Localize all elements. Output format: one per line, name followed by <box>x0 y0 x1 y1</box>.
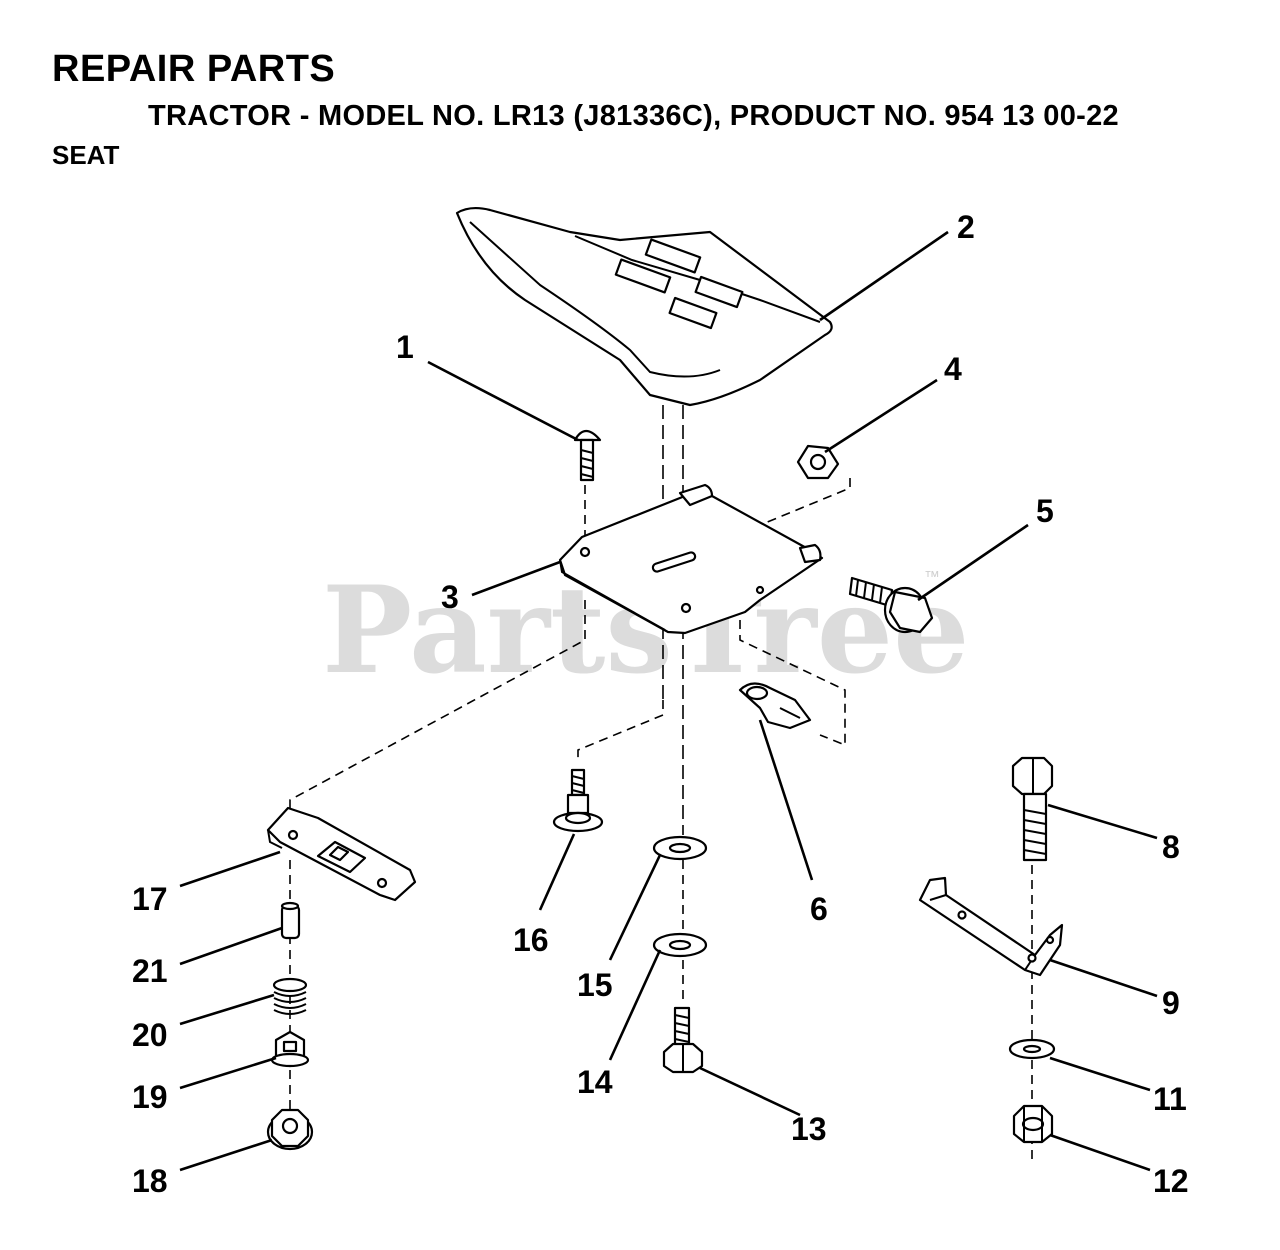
seat-pan-part <box>455 206 833 407</box>
shoulder-bolt-line <box>577 700 664 760</box>
model-subtitle: TRACTOR - MODEL NO. LR13 (J81336C), PROD… <box>148 100 1119 132</box>
nut-line <box>764 478 851 540</box>
seat-plate-part <box>558 483 824 635</box>
washer-11-part <box>1008 1038 1056 1060</box>
callout-17: 17 <box>132 881 168 917</box>
leader-6 <box>758 719 814 881</box>
callout-3: 3 <box>441 579 459 615</box>
leader-21 <box>179 926 283 966</box>
slide-bracket-part <box>266 806 417 902</box>
leader-15 <box>608 854 662 961</box>
leader-8 <box>1047 803 1158 840</box>
callout-1: 1 <box>396 329 414 365</box>
clip-part <box>738 682 812 730</box>
lock-nut-part <box>1012 1104 1054 1144</box>
mounting-bracket-part <box>918 876 1064 977</box>
spring-part <box>272 977 308 1015</box>
callout-11: 11 <box>1153 1081 1187 1117</box>
callout-13: 13 <box>791 1111 827 1147</box>
flange-nut-19-part <box>270 1030 310 1068</box>
leader-13 <box>699 1066 801 1117</box>
washer-15-part <box>652 835 708 861</box>
shoulder-bolt-part <box>552 768 604 833</box>
callout-15: 15 <box>577 967 613 1003</box>
callout-12: 12 <box>1153 1163 1189 1199</box>
clip-line <box>739 620 846 747</box>
callout-18: 18 <box>132 1163 168 1199</box>
leader-14 <box>608 949 662 1061</box>
callout-5: 5 <box>1036 493 1054 529</box>
leader-5 <box>917 523 1029 602</box>
callout-14: 14 <box>577 1064 613 1100</box>
hex-nut-part <box>796 444 840 480</box>
leader-2 <box>819 230 949 322</box>
callout-16: 16 <box>513 922 549 958</box>
leader-4 <box>824 378 938 454</box>
callout-4: 4 <box>944 351 962 387</box>
hex-bolt-8-part <box>1011 756 1054 862</box>
leader-lines <box>179 230 1158 1172</box>
callout-19: 19 <box>132 1079 168 1115</box>
flange-bolt-part <box>848 576 934 634</box>
watermark-tm: ™ <box>924 569 940 586</box>
callout-9: 9 <box>1162 985 1180 1021</box>
section-label: SEAT <box>52 140 120 170</box>
leader-18 <box>179 1138 273 1172</box>
callout-20: 20 <box>132 1017 168 1053</box>
callout-8: 8 <box>1162 829 1180 865</box>
hex-bolt-13-part <box>662 1006 704 1074</box>
flange-nut-18-part <box>266 1108 314 1151</box>
callout-6: 6 <box>810 891 828 927</box>
leader-11 <box>1049 1056 1151 1092</box>
leader-17 <box>179 850 281 888</box>
leader-9 <box>1049 958 1158 998</box>
leader-3 <box>471 560 561 597</box>
leader-1 <box>427 360 579 442</box>
leader-16 <box>538 833 576 911</box>
carriage-bolt-part <box>573 429 602 482</box>
callout-21: 21 <box>132 953 168 989</box>
leader-12 <box>1049 1133 1151 1172</box>
callout-2: 2 <box>957 209 975 245</box>
page-title: REPAIR PARTS <box>52 48 336 90</box>
callout-numbers: 1 2 3 4 5 6 8 9 11 12 13 14 15 16 17 18 … <box>132 209 1189 1199</box>
lock-washer-part <box>652 932 708 958</box>
leader-19 <box>179 1056 277 1090</box>
pin-part <box>280 901 301 940</box>
leader-20 <box>179 993 275 1026</box>
